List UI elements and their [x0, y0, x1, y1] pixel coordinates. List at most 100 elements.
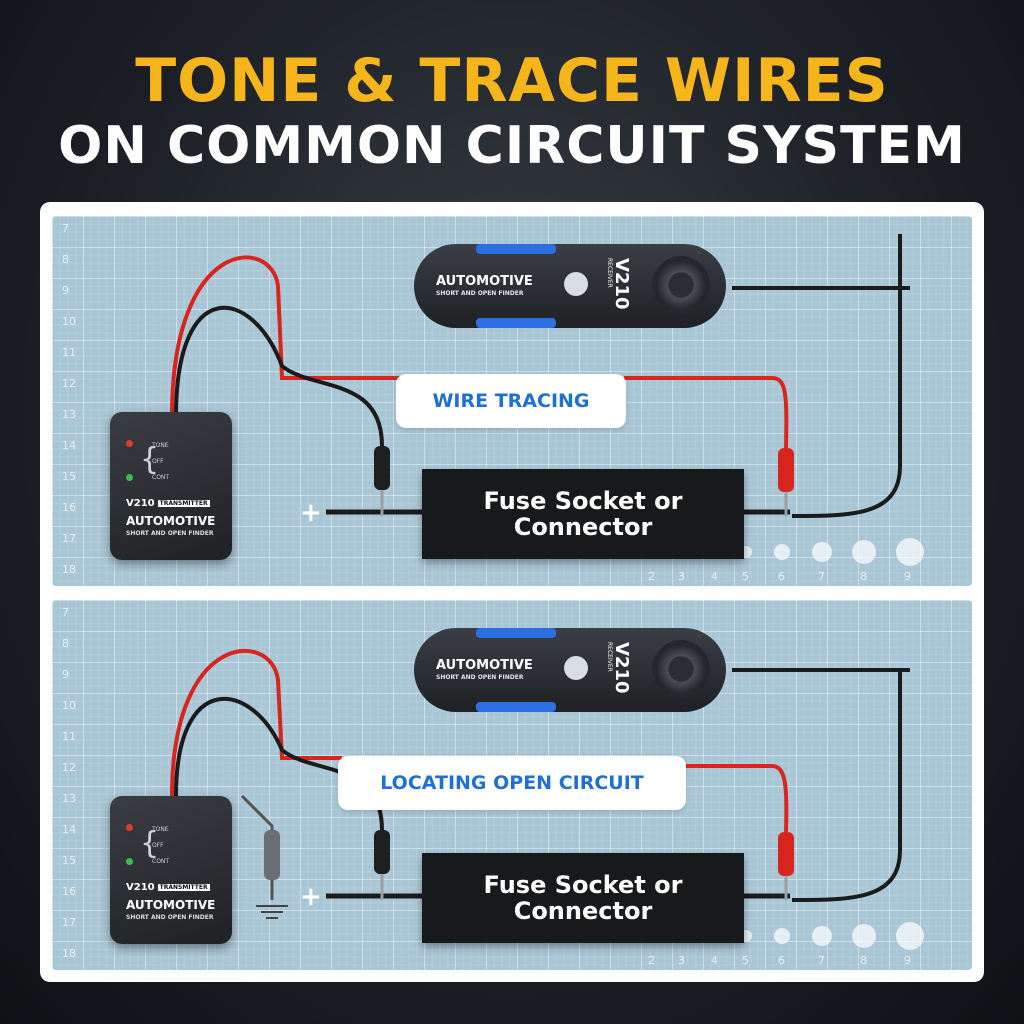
- receiver-device: AUTOMOTIVE SHORT AND OPEN FINDER RECEIVE…: [414, 628, 726, 712]
- headline-line-2: ON COMMON CIRCUIT SYSTEM: [58, 116, 966, 176]
- ruler-tick: 11: [62, 730, 76, 743]
- ruler-tick: 17: [62, 532, 76, 545]
- ruler-tick: 9: [904, 954, 911, 967]
- size-dot: [812, 542, 832, 562]
- transmitter-subtitle: SHORT AND OPEN FINDER: [126, 914, 214, 921]
- positive-symbol: +: [300, 498, 322, 528]
- ruler-tick: 14: [62, 439, 76, 452]
- switch-label-tone: TONE: [152, 442, 169, 449]
- receiver-badge: RECEIVER: [606, 642, 613, 672]
- ruler-tick: 10: [62, 699, 76, 712]
- ruler-tick: 18: [62, 947, 76, 960]
- size-dot: [852, 924, 876, 948]
- ruler-tick: 2: [648, 570, 655, 583]
- red-wire-transmitter: [170, 255, 402, 417]
- receiver-title: AUTOMOTIVE: [436, 274, 533, 289]
- cont-led-icon: [126, 858, 133, 865]
- ruler-tick: 7: [818, 954, 825, 967]
- grip-bottom: [476, 318, 556, 328]
- transmitter-badge: TRANSMITTER: [157, 883, 210, 891]
- size-dot: [896, 538, 924, 566]
- mode-label: WIRE TRACING: [396, 374, 626, 428]
- ruler-tick: 14: [62, 823, 76, 836]
- receiver-button: [564, 272, 588, 296]
- alligator-clip-red: [778, 448, 794, 492]
- panel-wire-tracing: 7 8 9 10 11 12 13 14 15 16 17 18 2 3 4 5…: [52, 216, 972, 586]
- ruler-tick: 6: [778, 954, 785, 967]
- switch-label-tone: TONE: [152, 826, 169, 833]
- ruler-tick: 16: [62, 501, 76, 514]
- ruler-tick: 3: [678, 954, 685, 967]
- grip-bottom: [476, 702, 556, 712]
- receiver-subtitle: SHORT AND OPEN FINDER: [436, 290, 524, 297]
- ground-lead: [240, 794, 274, 900]
- ruler-tick: 8: [860, 954, 867, 967]
- ruler-tick: 5: [742, 954, 749, 967]
- ruler-tick: 15: [62, 470, 76, 483]
- fuse-label-line-2: Connector: [513, 513, 653, 541]
- ruler-tick: 12: [62, 761, 76, 774]
- alligator-clip-ground: [264, 830, 280, 880]
- ruler-tick: 9: [904, 570, 911, 583]
- cont-led-icon: [126, 474, 133, 481]
- transmitter-title: AUTOMOTIVE: [126, 898, 216, 912]
- headline-line-1: TONE & TRACE WIRES: [135, 46, 889, 116]
- fuse-label-line-1: Fuse Socket or: [483, 871, 683, 899]
- ruler-tick: 8: [62, 637, 69, 650]
- switch-brace-icon: {: [140, 442, 160, 477]
- ruler-tick: 8: [860, 570, 867, 583]
- size-dot: [896, 922, 924, 950]
- speaker-icon: [652, 256, 710, 314]
- transmitter-title: AUTOMOTIVE: [126, 514, 216, 528]
- ruler-tick: 8: [62, 253, 69, 266]
- receiver-badge: RECEIVER: [606, 258, 613, 288]
- red-wire-transmitter: [170, 648, 342, 797]
- grip-top: [476, 244, 556, 254]
- ruler-tick: 18: [62, 563, 76, 576]
- ruler-tick: 7: [62, 606, 69, 619]
- size-dot: [774, 544, 790, 560]
- size-dot: [852, 540, 876, 564]
- ruler-tick: 4: [711, 570, 718, 583]
- switch-label-cont: CONT: [152, 474, 170, 481]
- switch-brace-icon: {: [140, 826, 160, 861]
- alligator-clip-red: [778, 832, 794, 876]
- ruler-tick: 10: [62, 315, 76, 328]
- receiver-model: V210: [611, 258, 632, 310]
- fuse-label-line-1: Fuse Socket or: [483, 487, 683, 515]
- ruler-tick: 13: [62, 408, 76, 421]
- ruler-tick: 5: [742, 570, 749, 583]
- fuse-label-line-2: Connector: [513, 897, 653, 925]
- size-dot: [774, 928, 790, 944]
- switch-label-off: OFF: [152, 458, 164, 465]
- mode-label: LOCATING OPEN CIRCUIT: [338, 756, 686, 810]
- ruler-tick: 13: [62, 792, 76, 805]
- positive-symbol: +: [300, 882, 322, 912]
- ruler-tick: 3: [678, 570, 685, 583]
- receiver-subtitle: SHORT AND OPEN FINDER: [436, 674, 524, 681]
- red-wire-receiver: [686, 764, 789, 836]
- alligator-clip-black: [374, 446, 390, 490]
- transmitter-subtitle: SHORT AND OPEN FINDER: [126, 530, 214, 537]
- red-wire-receiver: [624, 376, 789, 452]
- ruler-tick: 2: [648, 954, 655, 967]
- size-dot: [812, 926, 832, 946]
- receiver-title: AUTOMOTIVE: [436, 658, 533, 673]
- black-wire-probe: [791, 234, 902, 518]
- ruler-tick: 6: [778, 570, 785, 583]
- ruler-tick: 7: [818, 570, 825, 583]
- speaker-icon: [652, 640, 710, 698]
- tone-led-icon: [126, 440, 133, 447]
- alligator-clip-black: [374, 830, 390, 874]
- ruler-tick: 9: [62, 284, 69, 297]
- ruler-tick: 4: [711, 954, 718, 967]
- receiver-model: V210: [611, 642, 632, 694]
- receiver-device: AUTOMOTIVE SHORT AND OPEN FINDER RECEIVE…: [414, 244, 726, 328]
- ruler-tick: 16: [62, 885, 76, 898]
- grip-top: [476, 628, 556, 638]
